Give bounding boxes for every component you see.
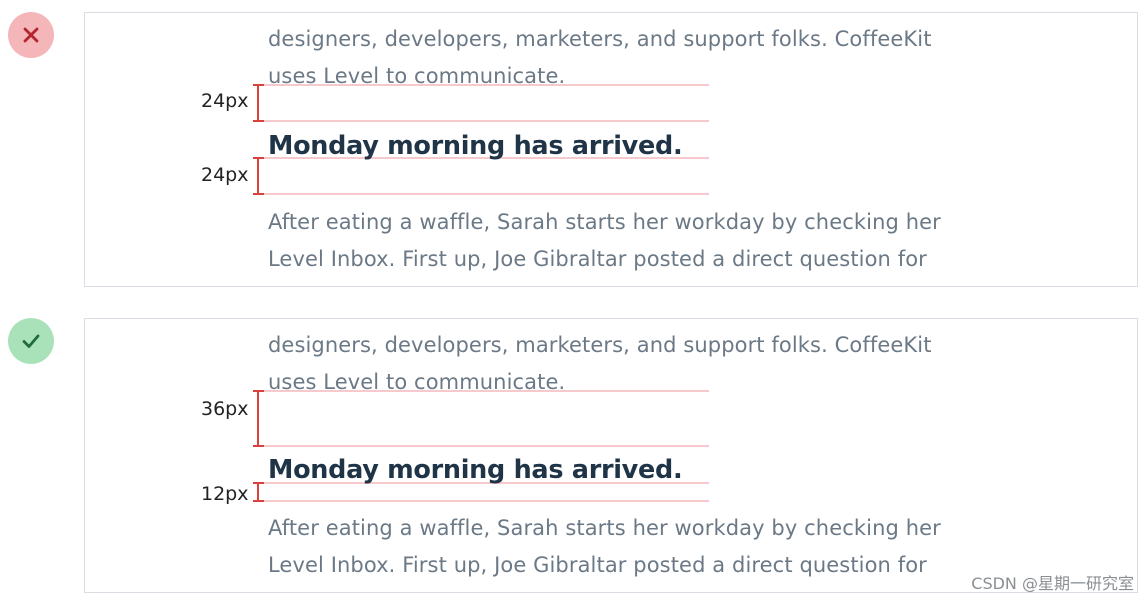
- paragraph-1-line-1: designers, developers, marketers, and su…: [268, 27, 932, 51]
- spacing-label-below: 12px: [201, 483, 249, 505]
- guide-line: [262, 157, 709, 159]
- bad-example-panel: designers who code; writers, tin ng desi…: [84, 12, 1138, 287]
- paragraph-2-line-1: After eating a waffle, Sarah starts her …: [268, 210, 941, 234]
- guide-line: [262, 120, 709, 122]
- guide-line: [262, 482, 709, 484]
- paragraph-2-line-2: Level Inbox. First up, Joe Gibraltar pos…: [268, 553, 927, 577]
- guide-line: [262, 193, 709, 195]
- guide-line: [262, 445, 709, 447]
- spacing-label-above: 24px: [201, 90, 249, 112]
- paragraph-2-line-2: Level Inbox. First up, Joe Gibraltar pos…: [268, 247, 927, 271]
- spacing-bracket-above: [253, 390, 264, 447]
- section-heading: Monday morning has arrived.: [268, 131, 683, 161]
- spacing-label-below: 24px: [201, 164, 249, 186]
- watermark: CSDN @星期一研究室: [971, 574, 1134, 593]
- spacing-bracket-above: [253, 84, 264, 122]
- spacing-bracket-below: [253, 482, 264, 502]
- guide-line: [262, 390, 709, 392]
- spacing-bracket-below: [253, 157, 264, 195]
- paragraph-1-line-1: designers, developers, marketers, and su…: [268, 333, 932, 357]
- guide-line: [262, 500, 709, 502]
- section-heading: Monday morning has arrived.: [268, 455, 683, 485]
- good-example-panel: designers who code; writers, tin ng desi…: [84, 318, 1138, 593]
- guide-line: [262, 84, 709, 86]
- cross-icon: [23, 27, 39, 43]
- spacing-label-above: 36px: [201, 398, 249, 420]
- good-example-badge: [8, 318, 54, 364]
- check-icon: [22, 334, 40, 348]
- paragraph-2-line-1: After eating a waffle, Sarah starts her …: [268, 516, 941, 540]
- bad-example-badge: [8, 12, 54, 58]
